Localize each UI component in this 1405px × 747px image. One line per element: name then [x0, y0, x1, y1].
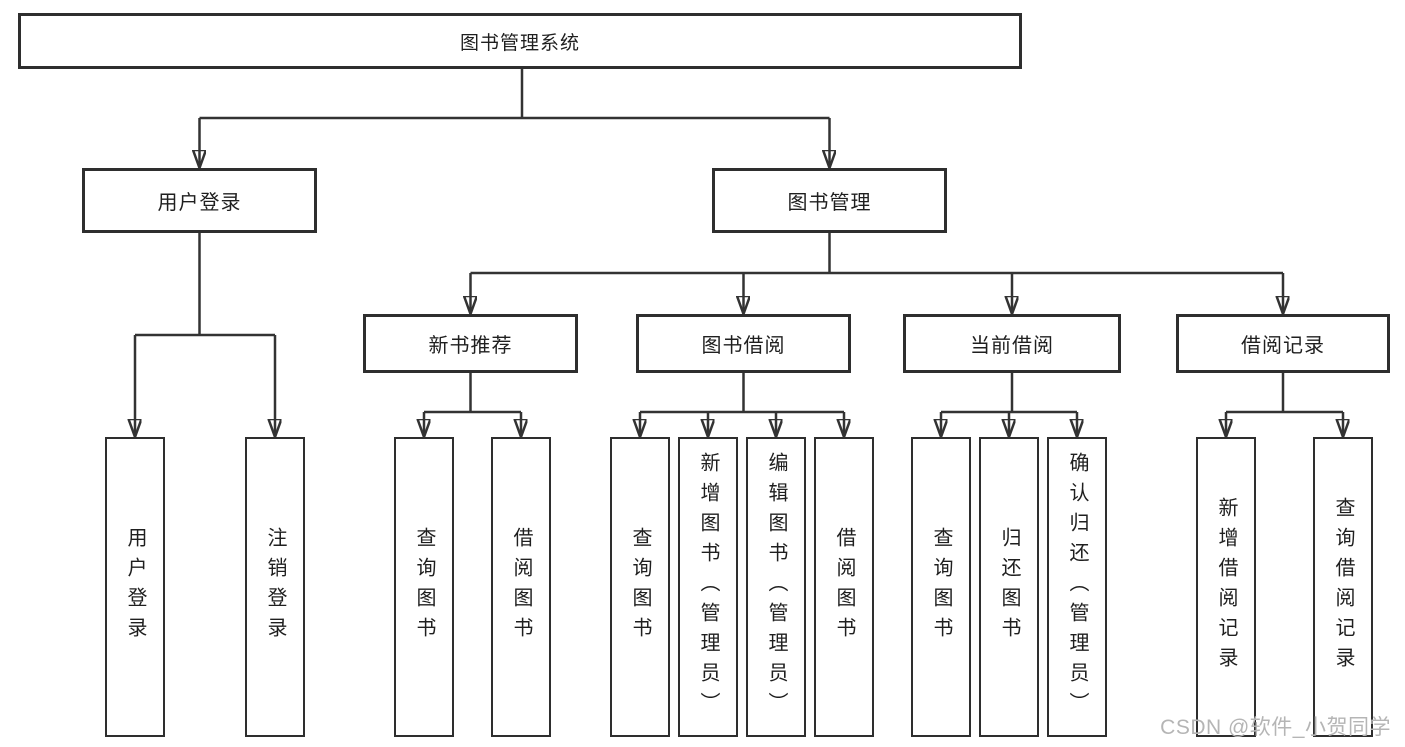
csdn-watermark: CSDN @软件_小贺同学 — [1160, 716, 1391, 739]
connector-root-to-level2 — [200, 69, 830, 167]
leaf-borrow-query-book: 查询图书 — [610, 437, 670, 737]
leaf-current-query-book-label: 查询图书 — [930, 527, 952, 647]
connector-new-book-children — [424, 373, 521, 436]
node-root-system: 图书管理系统 — [18, 13, 1022, 69]
node-new-book-recommend: 新书推荐 — [363, 314, 578, 373]
connector-borrow-record-children — [1226, 373, 1343, 436]
node-current-borrow-label: 当前借阅 — [970, 335, 1054, 357]
node-root-system-label: 图书管理系统 — [459, 32, 580, 54]
node-book-borrow-label: 图书借阅 — [701, 335, 786, 357]
leaf-user-login-label: 用户登录 — [124, 527, 146, 647]
leaf-record-add-record-label: 新增借阅记录 — [1215, 497, 1237, 677]
leaf-current-confirm-return-admin: 确认归还（管理员） — [1047, 437, 1107, 737]
leaf-logout-label: 注销登录 — [264, 527, 286, 647]
leaf-logout: 注销登录 — [245, 437, 305, 737]
node-borrow-record-label: 借阅记录 — [1241, 335, 1325, 357]
leaf-record-query-record: 查询借阅记录 — [1313, 437, 1373, 737]
leaf-current-return-book-label: 归还图书 — [998, 527, 1020, 647]
leaf-borrow-borrow-book: 借阅图书 — [814, 437, 874, 737]
leaf-newbook-borrow-book-label: 借阅图书 — [510, 527, 532, 647]
leaf-borrow-query-book-label: 查询图书 — [629, 527, 651, 647]
node-new-book-recommend-label: 新书推荐 — [428, 335, 513, 357]
node-book-borrow: 图书借阅 — [636, 314, 851, 373]
leaf-user-login: 用户登录 — [105, 437, 165, 737]
leaf-newbook-query-book-label: 查询图书 — [413, 527, 435, 647]
node-current-borrow: 当前借阅 — [903, 314, 1121, 373]
connector-current-borrow-children — [941, 373, 1077, 436]
leaf-borrow-borrow-book-label: 借阅图书 — [833, 527, 855, 647]
leaf-record-query-record-label: 查询借阅记录 — [1332, 497, 1354, 677]
node-borrow-record: 借阅记录 — [1176, 314, 1390, 373]
node-book-management-label: 图书管理 — [787, 192, 872, 214]
connector-book-management-children — [471, 233, 1284, 313]
leaf-current-query-book: 查询图书 — [911, 437, 971, 737]
leaf-borrow-edit-book-admin-label: 编辑图书（管理员） — [765, 452, 787, 722]
leaf-current-return-book: 归还图书 — [979, 437, 1039, 737]
node-user-login-label: 用户登录 — [157, 192, 242, 214]
node-book-management: 图书管理 — [712, 168, 947, 233]
leaf-newbook-query-book: 查询图书 — [394, 437, 454, 737]
connector-user-login-children — [135, 233, 275, 436]
leaf-borrow-add-book-admin: 新增图书（管理员） — [678, 437, 738, 737]
node-user-login: 用户登录 — [82, 168, 317, 233]
leaf-record-add-record: 新增借阅记录 — [1196, 437, 1256, 737]
connector-book-borrow-children — [640, 373, 844, 436]
leaf-borrow-edit-book-admin: 编辑图书（管理员） — [746, 437, 806, 737]
leaf-current-confirm-return-admin-label: 确认归还（管理员） — [1066, 452, 1088, 722]
leaf-newbook-borrow-book: 借阅图书 — [491, 437, 551, 737]
leaf-borrow-add-book-admin-label: 新增图书（管理员） — [697, 452, 719, 722]
